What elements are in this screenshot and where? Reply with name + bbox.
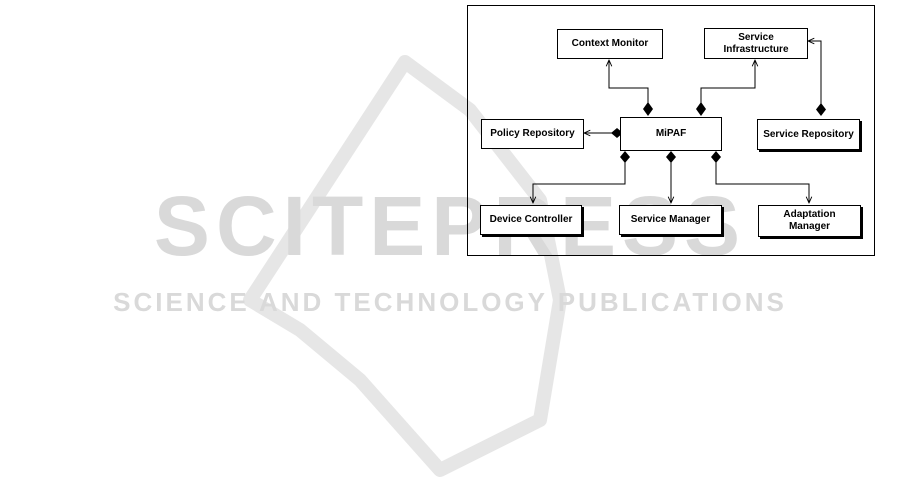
node-adaptation-manager: Adaptation Manager xyxy=(758,205,861,237)
aggregation-diamond-context-monitor xyxy=(643,102,653,116)
watermark-subtitle: SCIENCE AND TECHNOLOGY PUBLICATIONS xyxy=(113,287,787,317)
node-label: Device Controller xyxy=(490,214,573,226)
node-service-manager: Service Manager xyxy=(619,205,722,235)
link-mipaf-device-controller xyxy=(533,157,625,203)
node-label: Adaptation Manager xyxy=(783,209,835,233)
link-mipaf-service-infrastructure xyxy=(701,60,755,110)
aggregation-diamond-service-manager xyxy=(666,151,676,163)
node-label: Service Manager xyxy=(631,214,711,226)
node-label: Context Monitor xyxy=(572,38,649,50)
aggregation-diamond-service-infrastructure xyxy=(696,102,706,116)
link-mipaf-context-monitor xyxy=(609,60,648,110)
node-label: Service Repository xyxy=(763,129,854,141)
architecture-diagram: Context Monitor Service Infrastructure P… xyxy=(467,5,875,256)
aggregation-diamond-device-controller xyxy=(620,151,630,163)
aggregation-diamond-service-repository xyxy=(816,103,826,116)
node-policy-repository: Policy Repository xyxy=(481,119,584,149)
node-service-infrastructure: Service Infrastructure xyxy=(704,28,808,59)
node-label: MiPAF xyxy=(656,128,686,140)
link-mipaf-adaptation-manager xyxy=(716,157,809,203)
node-device-controller: Device Controller xyxy=(480,205,582,235)
node-label: Service Infrastructure xyxy=(723,32,788,56)
node-service-repository: Service Repository xyxy=(757,119,860,150)
node-context-monitor: Context Monitor xyxy=(557,29,663,59)
aggregation-diamond-adaptation-manager xyxy=(711,151,721,163)
node-label: Policy Repository xyxy=(490,128,574,140)
node-mipaf: MiPAF xyxy=(620,117,722,151)
link-service-repository-infrastructure xyxy=(808,41,821,109)
